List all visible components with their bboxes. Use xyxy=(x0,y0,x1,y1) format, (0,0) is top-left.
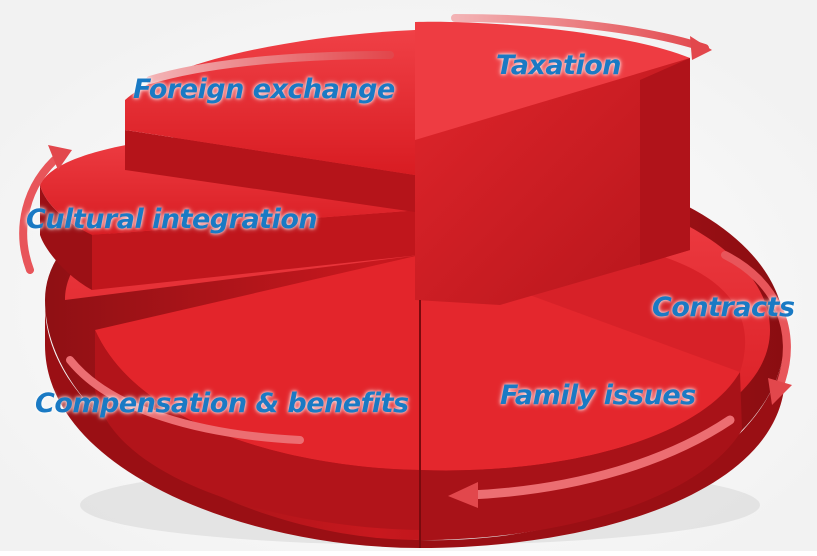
arrow-right-head xyxy=(768,378,792,405)
slice-taxation xyxy=(415,21,690,140)
label-cultural-integration: Cultural integration xyxy=(26,204,318,235)
slice-cultural-face xyxy=(92,210,420,290)
arrow-left-path xyxy=(19,151,64,274)
arrow-bottom-left-path xyxy=(66,356,304,444)
arrow-left-head xyxy=(48,145,72,170)
arrow-upper-left-path xyxy=(146,51,394,84)
slice-taxation-side xyxy=(640,58,690,265)
label-taxation: Taxation xyxy=(496,50,622,81)
label-contracts: Contracts xyxy=(652,292,795,323)
arrow-bottom-path xyxy=(465,415,735,500)
slice-family-issues-side xyxy=(420,372,742,540)
arrow-bottom-head xyxy=(448,482,478,508)
arrow-right-path xyxy=(721,251,791,389)
slice-cultural-side xyxy=(40,185,92,290)
label-family-issues: Family issues xyxy=(500,380,696,411)
slice-foreign-face xyxy=(125,130,415,212)
slice-compensation xyxy=(95,255,420,470)
slice-family-issues xyxy=(420,255,740,471)
label-foreign-exchange: Foreign exchange xyxy=(133,74,395,105)
arrow-top-path xyxy=(451,14,709,52)
label-compensation-benefits: Compensation & benefits xyxy=(35,388,409,419)
arrow-top-head xyxy=(690,36,712,60)
slice-compensation-side xyxy=(95,330,420,530)
